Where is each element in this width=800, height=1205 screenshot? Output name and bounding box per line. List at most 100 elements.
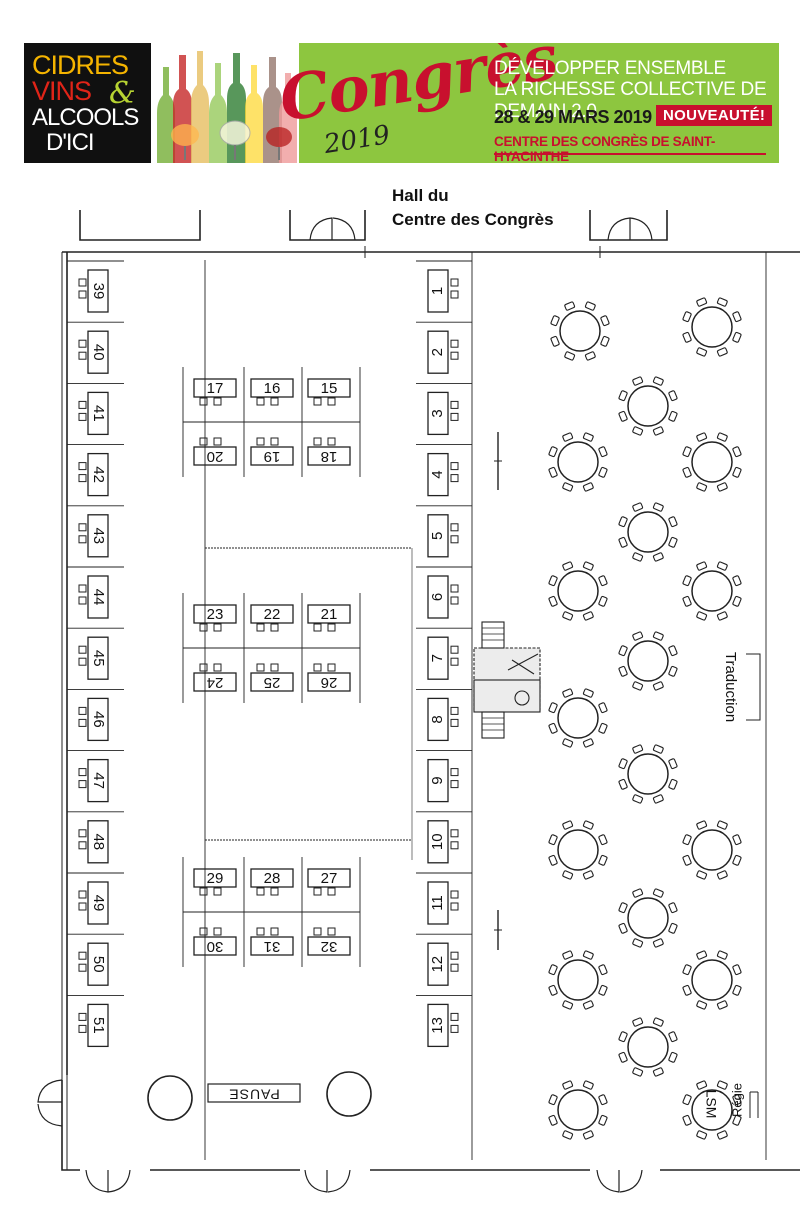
booth-number: 1 xyxy=(429,287,446,295)
booth-number: 51 xyxy=(90,1017,107,1034)
booth-number: 7 xyxy=(429,654,446,662)
booth-51: 51 xyxy=(67,994,124,1048)
booth-number: 24 xyxy=(207,674,224,691)
booth-3: 3 xyxy=(416,382,472,436)
booth-number: 3 xyxy=(429,409,446,417)
booth-number: 30 xyxy=(207,938,224,955)
walls xyxy=(61,210,800,1171)
round-table xyxy=(682,432,742,492)
booth-number: 48 xyxy=(90,833,107,850)
brand-line-alcools: ALCOOLS xyxy=(32,104,139,131)
round-table xyxy=(682,561,742,621)
booth-46: 46 xyxy=(67,688,124,742)
booth-7: 7 xyxy=(416,627,472,680)
regie-area xyxy=(749,1091,759,1118)
booth-31: 31 xyxy=(250,927,294,956)
floor-plan: Hall du Centre des Congrès xyxy=(0,170,800,1200)
banner-green-panel xyxy=(299,43,779,163)
booth-5: 5 xyxy=(416,505,472,558)
traduction-label: Traduction xyxy=(722,652,739,722)
pause-label: PAUSE xyxy=(228,1086,279,1102)
divider-lines xyxy=(204,252,767,1160)
booth-number: 22 xyxy=(264,606,281,623)
round-table xyxy=(548,688,608,748)
booth-number: 2 xyxy=(429,348,446,356)
booth-25: 25 xyxy=(250,663,294,692)
round-table xyxy=(618,376,678,436)
booth-number: 41 xyxy=(90,405,107,422)
booth-number: 47 xyxy=(90,772,107,789)
brand-line-vins: VINS xyxy=(32,76,92,106)
booth-number: 46 xyxy=(90,711,107,728)
booth-number: 12 xyxy=(429,956,446,973)
booth-number: 50 xyxy=(90,956,107,973)
booth-28: 28 xyxy=(250,868,294,896)
round-table xyxy=(618,744,678,804)
hall-label-line-2: Centre des Congrès xyxy=(392,210,554,229)
round-table xyxy=(682,1080,742,1140)
door-icons xyxy=(37,217,653,1193)
round-table xyxy=(682,297,742,357)
island-group-1: 17 16 15 20 19 18 xyxy=(182,367,361,477)
booth-number: 25 xyxy=(264,674,281,691)
booth-number: 9 xyxy=(429,776,446,784)
booth-4: 4 xyxy=(416,444,472,497)
booth-39: 39 xyxy=(67,260,124,313)
lsm-label: LSM xyxy=(703,1090,719,1119)
event-dates: 28 & 29 MARS 2019 xyxy=(494,107,652,127)
booth-15: 15 xyxy=(307,378,351,406)
round-table xyxy=(548,950,608,1010)
hall-label: Hall du Centre des Congrès xyxy=(392,184,554,232)
booth-number: 11 xyxy=(429,895,446,911)
booth-number: 4 xyxy=(429,470,446,478)
round-table xyxy=(548,432,608,492)
booth-number: 40 xyxy=(90,344,107,361)
brand-line-cidres: CIDRES xyxy=(32,50,129,80)
stage xyxy=(473,621,541,739)
booth-number: 16 xyxy=(264,380,281,397)
brand-line-dici: D'ICI xyxy=(46,129,95,156)
booth-number: 8 xyxy=(429,715,446,723)
round-table xyxy=(682,820,742,880)
booth-48: 48 xyxy=(67,811,124,864)
booth-number: 27 xyxy=(321,870,338,887)
booth-19: 19 xyxy=(250,437,294,466)
round-table xyxy=(618,502,678,562)
booth-number: 42 xyxy=(90,466,107,483)
hall-label-line-1: Hall du xyxy=(392,186,449,205)
booth-number: 20 xyxy=(207,448,224,465)
brand-logo: CIDRES VINS & ALCOOLS D'ICI xyxy=(24,43,151,163)
traduction-booth xyxy=(746,653,761,721)
booth-number: 13 xyxy=(429,1017,446,1034)
booth-10: 10 xyxy=(416,811,472,864)
booth-number: 19 xyxy=(264,448,281,465)
booth-number: 18 xyxy=(321,448,338,465)
booth-number: 32 xyxy=(321,938,338,955)
booth-number: 15 xyxy=(321,380,338,397)
booth-12: 12 xyxy=(416,933,472,986)
booth-number: 17 xyxy=(207,380,224,397)
round-table xyxy=(618,888,678,948)
regie-label: Régie xyxy=(729,1083,744,1117)
booth-49: 49 xyxy=(67,872,124,925)
booth-1: 1 xyxy=(416,260,472,313)
booth-11: 11 xyxy=(416,872,472,925)
round-table xyxy=(548,820,608,880)
booth-17: 17 xyxy=(193,378,237,406)
round-table xyxy=(548,1080,608,1140)
booth-number: 39 xyxy=(90,283,107,300)
round-tables xyxy=(548,297,742,1140)
booth-45: 45 xyxy=(67,627,124,680)
nouveaute-badge: NOUVEAUTÉ! xyxy=(656,105,773,126)
booth-number: 45 xyxy=(90,650,107,667)
tagline-line-2: LA RICHESSE COLLECTIVE DE DEMAIN 2.0 xyxy=(494,79,767,122)
booth-30: 30 xyxy=(193,927,237,956)
booth-number: 5 xyxy=(429,532,446,540)
booth-47: 47 xyxy=(67,750,124,803)
